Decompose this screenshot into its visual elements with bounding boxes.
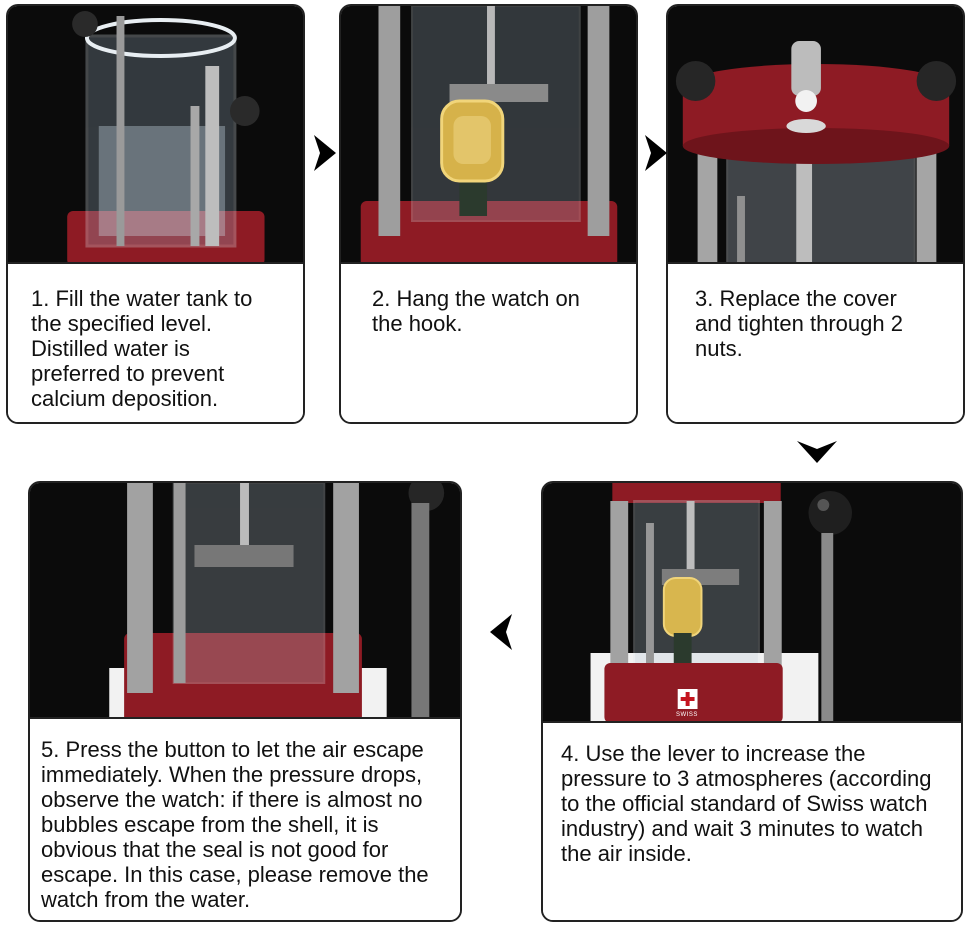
step-3-card: 3. Replace the cover and tighten through… — [666, 4, 965, 424]
step-2-card: 2. Hang the watch on the hook. — [339, 4, 638, 424]
step-5-caption: 5. Press the button to let the air escap… — [30, 717, 460, 920]
step-2-photo — [341, 6, 636, 264]
arrow-down-icon — [797, 441, 837, 463]
step-1-caption: 1. Fill the water tank to the specified … — [8, 262, 303, 422]
arrow-right-icon — [645, 135, 667, 171]
arrow-left-icon — [490, 614, 512, 650]
step-3-caption: 3. Replace the cover and tighten through… — [668, 262, 963, 422]
step-5-photo — [30, 483, 460, 719]
step-4-caption: 4. Use the lever to increase the pressur… — [543, 721, 961, 920]
step-4-card: SWISS 4. Use the lever to increase the p… — [541, 481, 963, 922]
step-2-caption: 2. Hang the watch on the hook. — [341, 262, 636, 422]
step-5-card: 5. Press the button to let the air escap… — [28, 481, 462, 922]
brand-label: SWISS — [676, 712, 698, 718]
step-4-photo: SWISS — [543, 483, 961, 723]
arrow-right-icon — [314, 135, 336, 171]
step-3-photo — [668, 6, 963, 264]
step-1-photo — [8, 6, 303, 264]
step-1-card: 1. Fill the water tank to the specified … — [6, 4, 305, 424]
